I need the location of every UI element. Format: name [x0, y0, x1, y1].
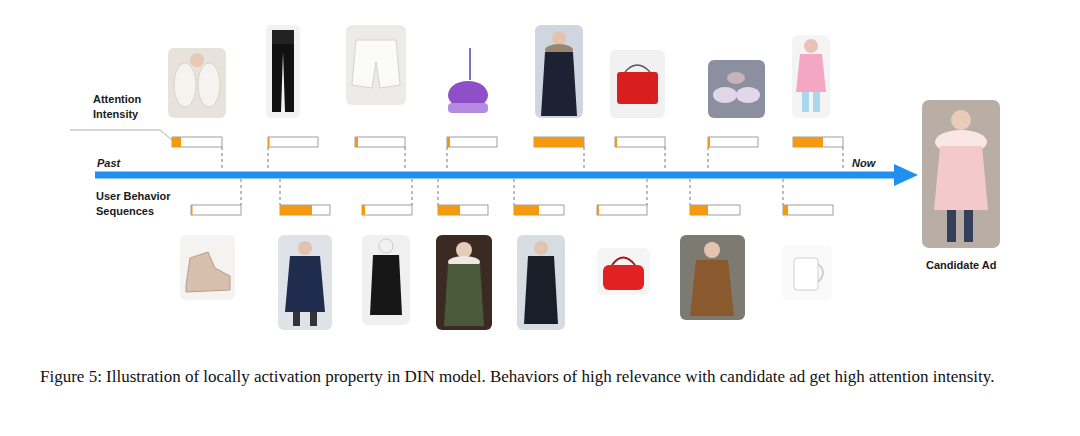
candidate-label: Candidate Ad — [926, 258, 997, 273]
candidate-ad-image — [922, 100, 1000, 248]
attention-bars-top — [172, 137, 843, 147]
dashed-guides — [222, 147, 843, 205]
product-images-top — [168, 25, 830, 118]
leader-line — [160, 130, 172, 140]
axis-label: User Behavior Sequences — [96, 189, 188, 219]
leader-line — [70, 130, 160, 131]
timeline-end-label: Now — [852, 156, 875, 171]
attention-bars-bottom — [191, 205, 833, 215]
timeline-end-label: Past — [97, 156, 120, 171]
axis-label: Attention Intensity — [93, 92, 165, 122]
figure-caption: Figure 5: Illustration of locally activa… — [40, 366, 1050, 388]
timeline — [95, 172, 898, 179]
product-images-bottom — [180, 235, 832, 330]
timeline-arrowhead — [894, 164, 918, 186]
